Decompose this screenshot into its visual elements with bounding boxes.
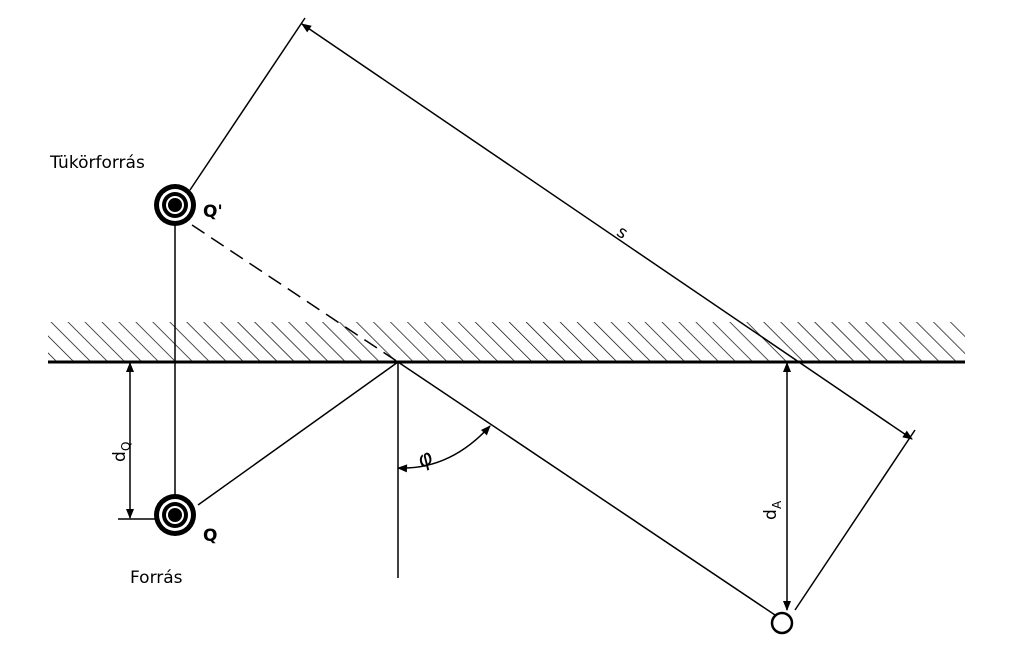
surface-hatching [48, 322, 965, 362]
mirror-point-label: Q' [203, 202, 223, 222]
da-label-main: d [761, 509, 781, 520]
dq-label-sub: Q [119, 442, 133, 451]
source-point-label: Q [203, 526, 217, 546]
s-dimension-line [301, 23, 913, 440]
reflected-ray [397, 361, 779, 618]
mirror-source-symbol [154, 184, 196, 226]
s-extension-line-bottom [794, 429, 916, 611]
mirror-ray-dashed [191, 224, 399, 363]
angle-label: φ [413, 445, 437, 474]
receiver-point [770, 611, 794, 635]
dq-label: d Q [110, 442, 133, 462]
da-label-sub: A [770, 500, 784, 509]
s-extension-line-top [189, 17, 306, 191]
dq-label-main: d [110, 451, 130, 462]
s-label: s [613, 222, 632, 244]
source-label: Forrás [130, 568, 183, 588]
source-symbol [154, 494, 196, 536]
da-label: d A [761, 500, 784, 520]
angle-arc [397, 425, 491, 473]
reflecting-surface [48, 322, 965, 364]
mirror-source-label: Tükörforrás [49, 153, 145, 173]
incident-ray [197, 361, 399, 506]
